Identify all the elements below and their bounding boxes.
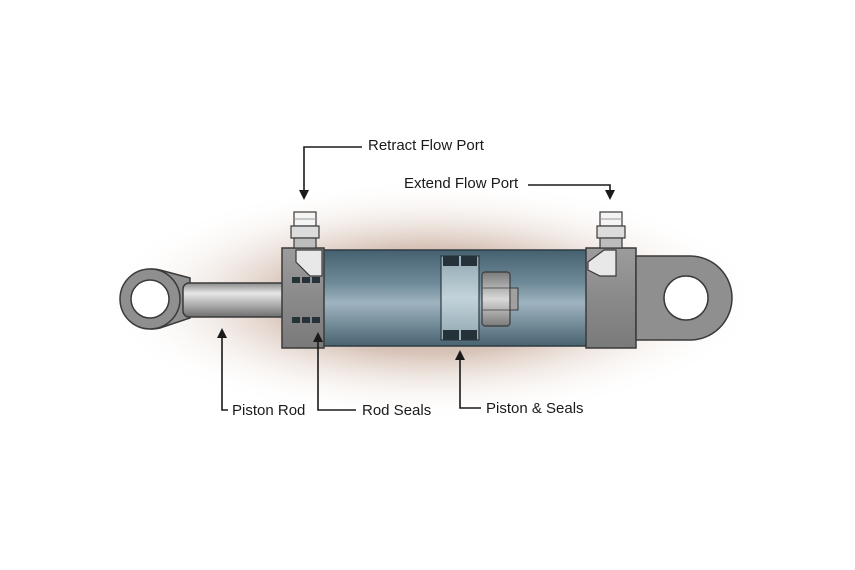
rod-seal [292, 277, 300, 283]
rod-nut [481, 271, 519, 327]
extend-flow-port-label: Extend Flow Port [404, 175, 519, 192]
leader-retract-flow-port [299, 146, 362, 200]
piston [440, 255, 480, 341]
rod-seals-label: Rod Seals [362, 402, 432, 419]
leader-piston-rod [217, 328, 228, 411]
leader-extend-flow-port [528, 184, 615, 200]
gland-head-cap [281, 247, 325, 349]
retract-flow-port-label: Retract Flow Port [368, 137, 484, 154]
piston-rod-label: Piston Rod [232, 402, 306, 419]
extend-port-fitting [596, 211, 626, 249]
leader-rod-seals [313, 332, 356, 411]
piston-and-seals-label: Piston & Seals [486, 400, 584, 417]
cap-end [585, 247, 637, 349]
leader-piston-seals [455, 350, 481, 409]
clevis-eye [635, 255, 733, 341]
rod-end-eye [119, 268, 191, 330]
retract-port-fitting [290, 211, 320, 249]
